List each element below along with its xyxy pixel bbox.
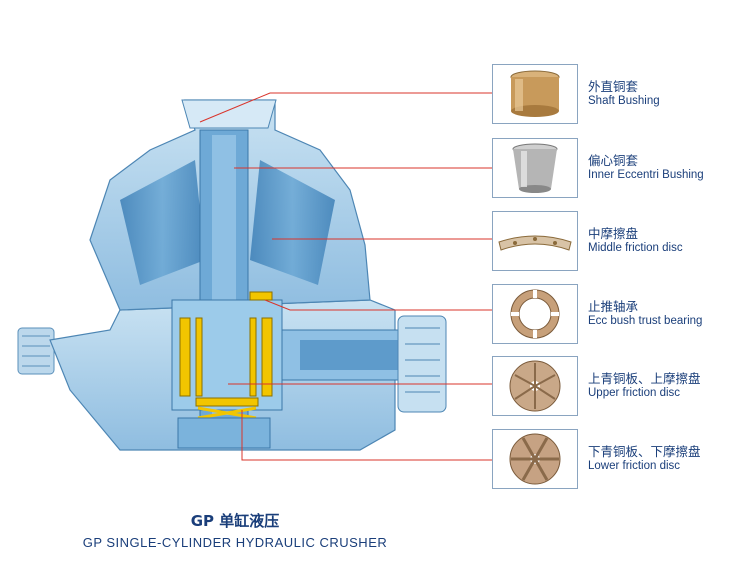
thrust-bearing-photo-icon (492, 284, 578, 344)
part-label-en: Lower friction disc (588, 460, 681, 472)
part-label-en: Shaft Bushing (588, 95, 660, 107)
middle-friction-disc-photo-icon (492, 211, 578, 271)
upper-friction-disc-photo-icon (492, 356, 578, 416)
part-label-cn: 下青铜板、下摩擦盘 (588, 444, 701, 459)
part-label-cn: 偏心铜套 (588, 153, 639, 168)
eccentric-bushing-photo-icon (492, 138, 578, 198)
part-label-cn: 止推轴承 (588, 299, 639, 314)
leader-lines (199, 92, 492, 461)
part-label-en: Ecc bush trust bearing (588, 315, 703, 327)
diagram-title-en: GP SINGLE-CYLINDER HYDRAULIC CRUSHER (82, 535, 388, 550)
diagram-title-cn: GP 单缸液压 (190, 512, 280, 530)
part-label-cn: 上青铜板、上摩擦盘 (588, 371, 701, 386)
part-label-cn: 外直铜套 (588, 79, 639, 94)
crusher-housing (17, 99, 447, 451)
part-label-en: Middle friction disc (588, 242, 683, 254)
part-row-thrust-bearing: 止推轴承 Ecc bush trust bearing (492, 284, 750, 344)
lower-friction-disc-photo-icon (492, 429, 578, 489)
part-label-cn: 中摩擦盘 (588, 226, 639, 241)
part-row-lower-friction-disc: 下青铜板、下摩擦盘 Lower friction disc (492, 429, 750, 489)
part-label-en: Upper friction disc (588, 387, 681, 399)
part-row-upper-friction-disc: 上青铜板、上摩擦盘 Upper friction disc (492, 356, 750, 416)
part-row-eccentric-bushing: 偏心铜套 Inner Eccentri Bushing (492, 138, 750, 198)
part-row-middle-friction-disc: 中摩擦盘 Middle friction disc (492, 211, 750, 271)
part-row-shaft-bushing: 外直铜套 Shaft Bushing (492, 64, 750, 124)
shaft-bushing-photo-icon (492, 64, 578, 124)
part-label-en: Inner Eccentri Bushing (588, 169, 704, 181)
